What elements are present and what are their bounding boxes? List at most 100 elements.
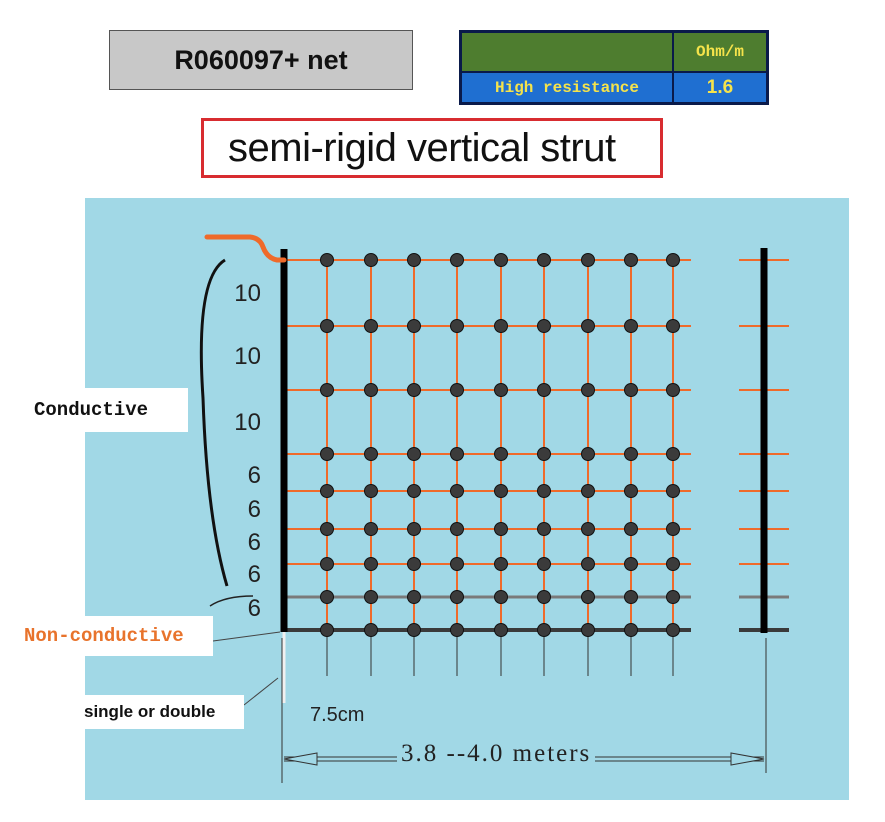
net-node <box>581 590 595 604</box>
post-type-label: single or double <box>84 702 216 721</box>
net-node <box>320 557 334 571</box>
net-node <box>494 590 508 604</box>
spacing-label: 10 <box>234 343 261 370</box>
net-node <box>666 484 680 498</box>
net-node <box>320 253 334 267</box>
net-node <box>407 623 421 637</box>
net-node <box>494 319 508 333</box>
net-node <box>494 383 508 397</box>
spacing-label: 6 <box>247 561 261 588</box>
spec-resistance-label: High resistance <box>462 73 672 102</box>
net-node <box>581 557 595 571</box>
spec-header-row: Ohm/m <box>462 33 766 71</box>
net-node <box>320 484 334 498</box>
net-node <box>364 557 378 571</box>
net-node <box>364 522 378 536</box>
net-node <box>581 484 595 498</box>
net-node <box>494 623 508 637</box>
title-box: semi-rigid vertical strut <box>201 118 663 178</box>
net-node <box>666 319 680 333</box>
net-node <box>537 253 551 267</box>
net-node <box>666 590 680 604</box>
net-diagram <box>199 234 789 783</box>
dimension-arrow-right <box>730 752 765 766</box>
net-node <box>624 447 638 461</box>
conductive-brace <box>199 258 229 587</box>
net-node <box>666 383 680 397</box>
net-node <box>581 447 595 461</box>
net-node <box>624 557 638 571</box>
spacing-label: 6 <box>247 595 261 622</box>
net-node <box>450 253 464 267</box>
lead-wire <box>204 234 287 263</box>
net-node <box>537 557 551 571</box>
net-node <box>450 383 464 397</box>
net-node <box>581 253 595 267</box>
non-conductive-brace <box>209 595 254 607</box>
net-node <box>320 383 334 397</box>
net-node <box>450 623 464 637</box>
strut-spacing-label: 7.5cm <box>310 704 365 726</box>
net-node <box>494 253 508 267</box>
conductive-label: Conductive <box>34 399 149 421</box>
net-node <box>407 383 421 397</box>
net-node <box>624 590 638 604</box>
net-node <box>407 319 421 333</box>
net-node <box>624 484 638 498</box>
spacing-label: 10 <box>234 280 261 307</box>
net-node <box>624 319 638 333</box>
product-code-box: R060097+ net <box>109 30 413 90</box>
net-node <box>537 623 551 637</box>
net-node <box>407 522 421 536</box>
net-node <box>666 447 680 461</box>
spec-unit-header: Ohm/m <box>674 33 766 71</box>
net-node <box>364 383 378 397</box>
dimension-arrow-left <box>283 752 318 766</box>
net-node <box>407 557 421 571</box>
net-node <box>666 522 680 536</box>
net-node <box>624 522 638 536</box>
net-node <box>320 623 334 637</box>
net-node <box>364 484 378 498</box>
net-node <box>537 522 551 536</box>
net-node <box>537 590 551 604</box>
net-node <box>450 522 464 536</box>
net-node <box>450 557 464 571</box>
net-node <box>537 319 551 333</box>
net-node <box>494 522 508 536</box>
net-node <box>450 484 464 498</box>
spec-header-blank <box>462 33 672 71</box>
net-node <box>450 319 464 333</box>
net-node <box>537 383 551 397</box>
net-node <box>320 319 334 333</box>
net-node <box>624 623 638 637</box>
net-node <box>494 447 508 461</box>
spacing-label: 6 <box>247 496 261 523</box>
net-node <box>450 447 464 461</box>
net-node <box>364 253 378 267</box>
net-node <box>364 319 378 333</box>
spec-divider <box>672 73 674 102</box>
spec-divider <box>672 33 674 71</box>
net-node <box>320 522 334 536</box>
diagram-title: semi-rigid vertical strut <box>228 125 616 170</box>
spec-value-row: High resistance 1.6 <box>462 73 766 102</box>
spec-resistance-value: 1.6 <box>674 73 766 102</box>
net-node <box>364 447 378 461</box>
net-node <box>407 590 421 604</box>
net-node <box>450 590 464 604</box>
non-conductive-label: Non-conductive <box>24 625 184 647</box>
net-node <box>407 447 421 461</box>
net-node <box>320 590 334 604</box>
net-node <box>581 319 595 333</box>
net-node <box>581 383 595 397</box>
net-node <box>407 253 421 267</box>
spacing-label: 6 <box>247 462 261 489</box>
net-length-label: 3.8 --4.0 meters <box>397 740 596 768</box>
net-node <box>624 253 638 267</box>
net-node <box>537 484 551 498</box>
conductive-label-box: Conductive <box>0 388 188 432</box>
net-node <box>666 623 680 637</box>
non-conductive-pointer <box>212 631 281 642</box>
